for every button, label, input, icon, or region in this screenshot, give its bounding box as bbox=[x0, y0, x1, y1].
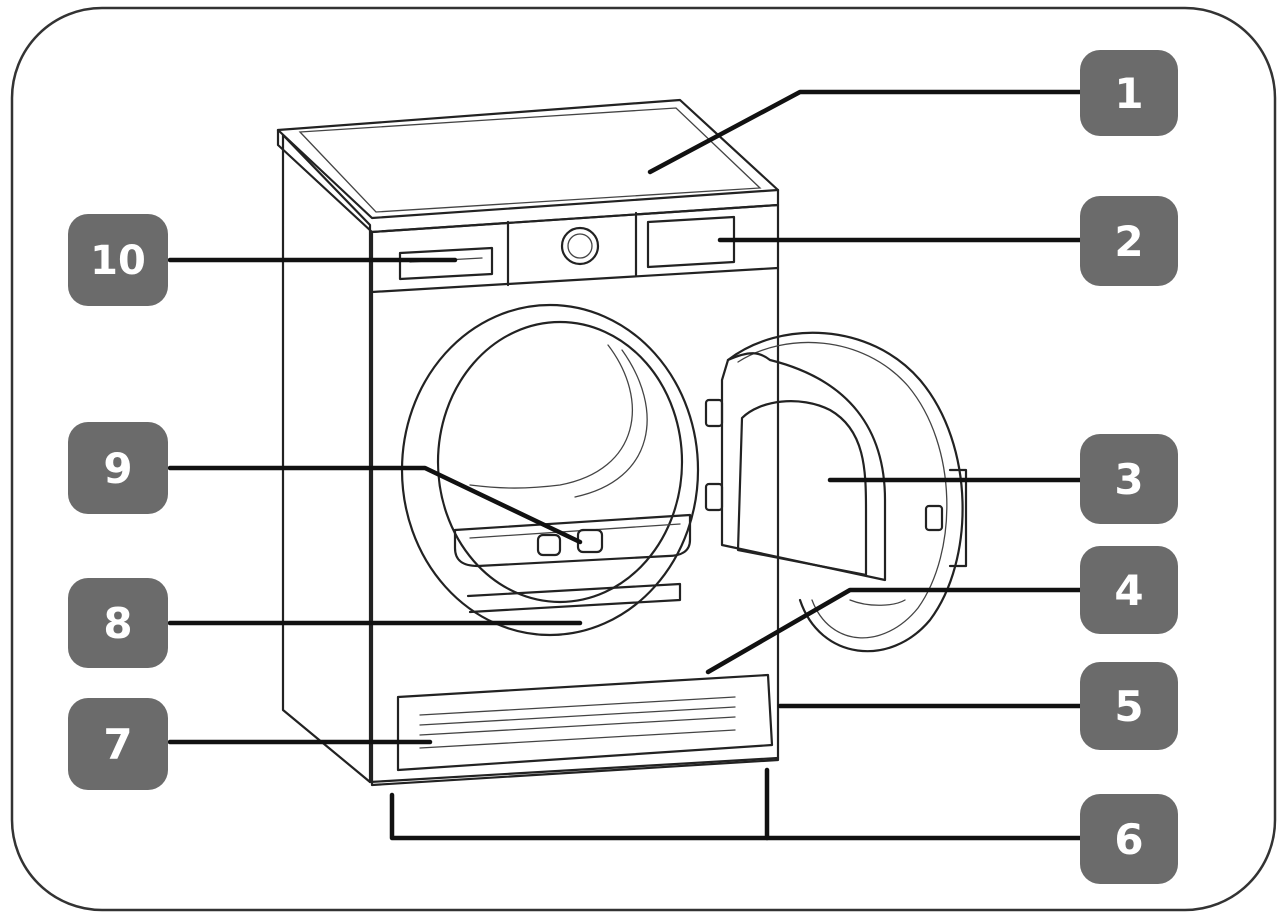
callout-2: 2 bbox=[1080, 196, 1178, 286]
filter-handle-left bbox=[536, 533, 562, 557]
vent-line-1 bbox=[419, 696, 736, 716]
callout-5: 5 bbox=[1080, 662, 1178, 750]
callout-7: 7 bbox=[68, 698, 168, 790]
door-lock-tab bbox=[924, 504, 944, 532]
water-tank-drawer bbox=[398, 246, 494, 281]
drum-curve bbox=[469, 344, 633, 489]
callout-number-8: 8 bbox=[103, 599, 132, 648]
leader-lines bbox=[167, 89, 1083, 841]
filter-rim bbox=[469, 523, 681, 539]
callout-number-10: 10 bbox=[90, 238, 146, 284]
cabinet-front bbox=[370, 203, 780, 787]
filter-housing bbox=[453, 513, 692, 568]
callout-4: 4 bbox=[1080, 546, 1178, 634]
callout-badge-9 bbox=[68, 422, 168, 514]
door-glass-frame bbox=[720, 352, 887, 582]
diagram-frame bbox=[10, 6, 1277, 912]
callout-badge-5 bbox=[1080, 662, 1178, 750]
callout-8: 8 bbox=[68, 578, 168, 668]
callout-badge-2 bbox=[1080, 196, 1178, 286]
callout-3: 3 bbox=[1080, 434, 1178, 524]
callout-6: 6 bbox=[1080, 794, 1178, 884]
callout-badge-6 bbox=[1080, 794, 1178, 884]
callout-number-6: 6 bbox=[1114, 815, 1143, 864]
top-cover-inner bbox=[298, 107, 762, 213]
vent-line-3 bbox=[419, 716, 736, 736]
vent-line-4 bbox=[419, 729, 736, 749]
callout-badge-3 bbox=[1080, 434, 1178, 524]
door-inner-glass bbox=[736, 400, 868, 577]
callout-badge-1 bbox=[1080, 50, 1178, 136]
callout-10: 10 bbox=[68, 214, 168, 306]
door-sill bbox=[466, 582, 682, 614]
control-panel-bottom bbox=[370, 266, 780, 294]
callout-number-2: 2 bbox=[1114, 217, 1143, 266]
callout-9: 9 bbox=[68, 422, 168, 514]
callout-number-4: 4 bbox=[1114, 566, 1143, 615]
leader-line-6 bbox=[389, 792, 1083, 841]
drum-curve-2 bbox=[574, 349, 648, 498]
callout-number-9: 9 bbox=[103, 444, 132, 493]
leader-line-1 bbox=[647, 89, 1083, 175]
door-filter-pocket bbox=[849, 599, 906, 606]
callout-badge-4 bbox=[1080, 546, 1178, 634]
callout-number-3: 3 bbox=[1114, 455, 1143, 504]
callout-badge-10 bbox=[68, 214, 168, 306]
open-door bbox=[720, 331, 968, 653]
door-handle bbox=[948, 468, 968, 568]
condenser-cover bbox=[396, 673, 774, 772]
vent-line-2 bbox=[419, 706, 736, 726]
door-opening-inner bbox=[436, 320, 684, 604]
callout-badge-8 bbox=[68, 578, 168, 668]
door-outer-rim bbox=[726, 331, 964, 653]
callout-number-7: 7 bbox=[103, 720, 132, 769]
program-selector-knob bbox=[560, 226, 600, 266]
program-selector-knob-inner bbox=[567, 233, 593, 259]
display-panel bbox=[646, 215, 736, 269]
leader-line-9 bbox=[167, 465, 583, 545]
door-rim-inner bbox=[737, 341, 948, 639]
base-plinth bbox=[368, 756, 780, 784]
callout-badge-7 bbox=[68, 698, 168, 790]
callout-1: 1 bbox=[1080, 50, 1178, 136]
callout-number-1: 1 bbox=[1114, 69, 1143, 118]
leader-line-4 bbox=[705, 587, 1083, 675]
callout-number-5: 5 bbox=[1114, 682, 1143, 731]
